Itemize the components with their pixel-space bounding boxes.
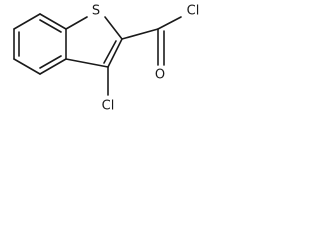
- atom-ring-chlorine: Cl: [102, 99, 115, 114]
- bond-carbonyl-cl: [157, 16, 182, 30]
- structure-canvas: S Cl O Cl: [0, 0, 206, 124]
- bond-benzene-inner-2: [39, 55, 62, 69]
- bond-benzene-1: [39, 13, 67, 30]
- benzothiophene-structure: S Cl O Cl: [13, 4, 200, 114]
- bond-c7a-s: [65, 16, 88, 30]
- bond-benzene-3: [39, 58, 67, 75]
- bond-c3-c3a: [65, 58, 109, 68]
- bond-benzene-inner-1: [39, 19, 62, 33]
- atom-acyl-chlorine: Cl: [187, 4, 200, 19]
- bond-c2-c3: [107, 38, 123, 68]
- bond-c2-carbonyl: [121, 28, 159, 40]
- atom-sulfur: S: [92, 4, 100, 19]
- atom-carbonyl-oxygen: O: [155, 68, 165, 83]
- bond-benzene-6: [13, 13, 41, 30]
- bond-c2-c3-double: [103, 40, 117, 64]
- bond-s-c2: [104, 16, 123, 40]
- bond-benzene-4: [13, 58, 41, 75]
